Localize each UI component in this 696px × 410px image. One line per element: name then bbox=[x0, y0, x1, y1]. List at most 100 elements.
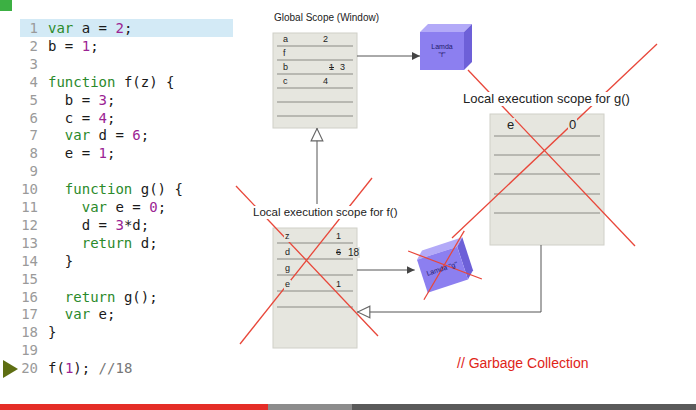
connector bbox=[357, 270, 415, 271]
code-token: ; bbox=[124, 20, 132, 36]
lambda-label: Lamda "g" bbox=[426, 261, 459, 279]
table-row-line bbox=[277, 116, 353, 117]
code-token: function bbox=[65, 181, 132, 197]
code-token bbox=[90, 127, 98, 143]
line-number: 16 bbox=[8, 288, 38, 306]
lambda-front bbox=[417, 247, 468, 293]
code-token: g bbox=[141, 181, 149, 197]
table-row-line bbox=[277, 259, 353, 260]
progress-track bbox=[352, 404, 696, 410]
code-token: e bbox=[115, 199, 123, 215]
table-cell: e bbox=[284, 280, 291, 290]
code-token: c bbox=[65, 110, 73, 126]
table-cell: z bbox=[284, 232, 291, 242]
code-line: var e = 0; bbox=[82, 198, 166, 216]
code-token: ; bbox=[158, 199, 166, 215]
code-line: function f(z) { bbox=[48, 73, 174, 91]
code-token: = bbox=[90, 20, 115, 36]
code-token: = bbox=[107, 127, 132, 143]
code-token: 4 bbox=[99, 110, 107, 126]
table-row-line bbox=[277, 102, 353, 103]
lambda-front bbox=[420, 32, 464, 70]
code-line: } bbox=[65, 252, 73, 270]
table-fills bbox=[273, 33, 604, 348]
code-token: ; bbox=[107, 110, 115, 126]
code-line: function g() { bbox=[65, 180, 183, 198]
code-token: function bbox=[48, 74, 115, 90]
code-token: 2 bbox=[115, 20, 123, 36]
code-token: 3 bbox=[99, 92, 107, 108]
table-cell: 1 bbox=[328, 63, 335, 73]
line-number: 9 bbox=[8, 162, 38, 180]
code-token: ); bbox=[73, 360, 98, 376]
table-row-line bbox=[277, 291, 353, 292]
table-row-line bbox=[277, 243, 353, 244]
lambda-side bbox=[464, 24, 472, 70]
code-token: = bbox=[124, 199, 149, 215]
table-cell: c bbox=[282, 77, 289, 87]
scope-title: Global Scope (Window) bbox=[273, 12, 380, 23]
table-cell: d bbox=[284, 248, 291, 258]
code-token: z bbox=[141, 74, 149, 90]
code-token: 1 bbox=[82, 38, 90, 54]
table-row-line bbox=[494, 174, 600, 175]
scope-table: Local execution scope for f()z1d618ge1 bbox=[252, 206, 428, 348]
code-token: * bbox=[124, 217, 132, 233]
line-number: 20 bbox=[8, 359, 38, 377]
table-cell: e bbox=[506, 118, 515, 132]
table-cell: 6 bbox=[335, 248, 342, 258]
code-token: = bbox=[73, 145, 98, 161]
code-token: 3 bbox=[115, 217, 123, 233]
table-cell: g bbox=[284, 264, 291, 274]
code-token: b bbox=[65, 92, 73, 108]
code-token bbox=[132, 235, 140, 251]
code-token: var bbox=[48, 20, 73, 36]
app-icon bbox=[0, 0, 12, 11]
line-number: 11 bbox=[8, 198, 38, 216]
table-row-line bbox=[277, 74, 353, 75]
code-token: = bbox=[56, 38, 81, 54]
code-token bbox=[90, 306, 98, 322]
line-number: 17 bbox=[8, 305, 38, 323]
code-line: c = 4; bbox=[65, 109, 116, 127]
code-token: ( bbox=[132, 74, 140, 90]
table-cell: 0 bbox=[568, 118, 577, 132]
line-number: 15 bbox=[8, 270, 38, 288]
table-row-line bbox=[494, 213, 600, 214]
code-token: b bbox=[48, 38, 56, 54]
code-token: var bbox=[82, 199, 107, 215]
table-cell: 1 bbox=[335, 280, 342, 290]
code-token: } bbox=[65, 253, 73, 269]
cross-line bbox=[408, 231, 481, 300]
code-token: d bbox=[141, 235, 149, 251]
table-cell: f bbox=[282, 49, 287, 59]
line-number: 8 bbox=[8, 144, 38, 162]
code-line: } bbox=[48, 323, 56, 341]
code-token: var bbox=[65, 127, 90, 143]
code-token: ; bbox=[107, 145, 115, 161]
table-cell: 2 bbox=[322, 35, 329, 45]
line-number: 10 bbox=[8, 180, 38, 198]
line-number: 19 bbox=[8, 341, 38, 359]
code-token: ( bbox=[56, 360, 64, 376]
code-line: f(1); //18 bbox=[48, 359, 132, 377]
code-line: e = 1; bbox=[65, 144, 116, 162]
code-line: return g(); bbox=[65, 288, 158, 306]
table-panel bbox=[273, 33, 357, 128]
code-token: } bbox=[48, 324, 56, 340]
line-number: 2 bbox=[8, 37, 38, 55]
table-row-line bbox=[494, 136, 600, 137]
progress-bar bbox=[0, 404, 268, 410]
line-number: 18 bbox=[8, 323, 38, 341]
table-panel bbox=[273, 228, 357, 348]
code-token: = bbox=[90, 217, 115, 233]
table-cell: 3 bbox=[339, 63, 346, 73]
table-row-line bbox=[277, 60, 353, 61]
code-token: ; bbox=[149, 235, 157, 251]
table-cell: b bbox=[282, 63, 289, 73]
code-token bbox=[73, 20, 81, 36]
line-number: 13 bbox=[8, 234, 38, 252]
code-token: ; bbox=[90, 38, 98, 54]
code-token: d bbox=[132, 217, 140, 233]
code-token: 1 bbox=[65, 360, 73, 376]
